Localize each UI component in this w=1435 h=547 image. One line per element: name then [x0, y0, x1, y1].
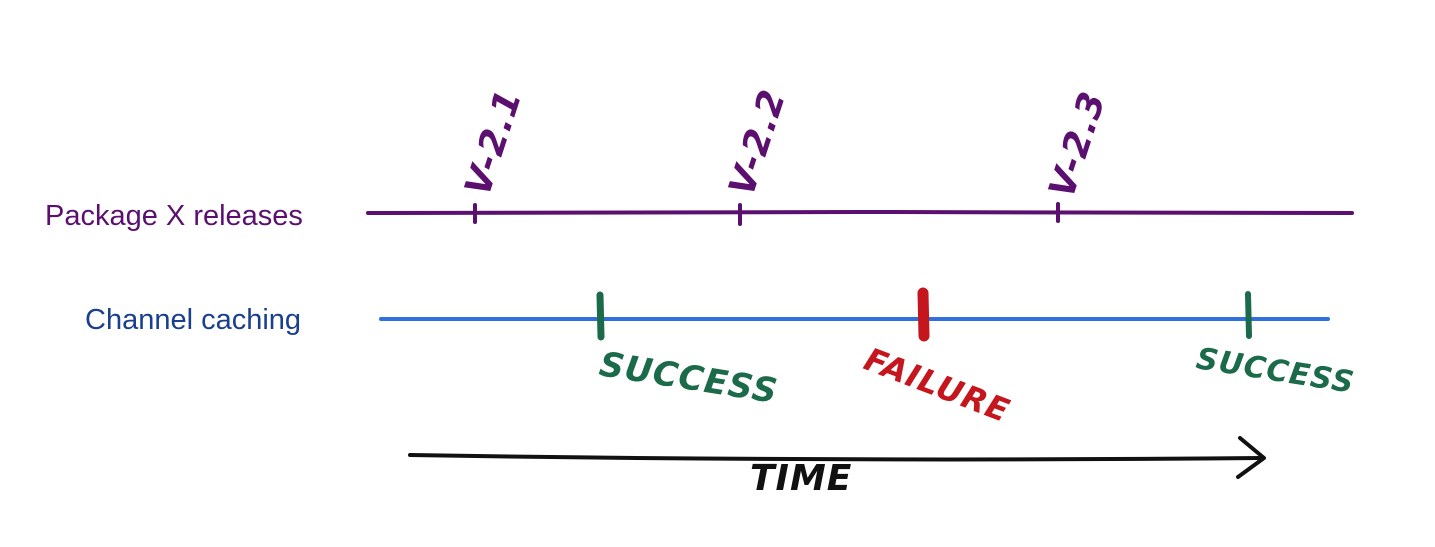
time-axis-label: TIME — [750, 458, 852, 499]
time-arrow-head-icon — [1236, 436, 1266, 479]
release-version-label: V-2.3 — [1042, 86, 1115, 202]
time-arrow-line — [408, 453, 1264, 462]
caching-timeline-line — [379, 317, 1330, 322]
caching-lane-label: Channel caching — [85, 304, 301, 336]
caching-event-label-success: SUCCESS — [597, 344, 781, 412]
caching-event-marker-success — [596, 291, 605, 341]
caching-event-label-failure: FAILURE — [859, 340, 1015, 430]
release-version-label: V-2.1 — [458, 84, 531, 200]
caching-event-label-success: SUCCESS — [1194, 341, 1357, 401]
caching-event-marker-failure — [917, 287, 930, 342]
caching-event-marker-success — [1245, 291, 1252, 339]
release-version-label: V-2.2 — [722, 84, 795, 200]
releases-timeline-line — [366, 210, 1354, 215]
releases-lane-label: Package X releases — [45, 200, 303, 232]
